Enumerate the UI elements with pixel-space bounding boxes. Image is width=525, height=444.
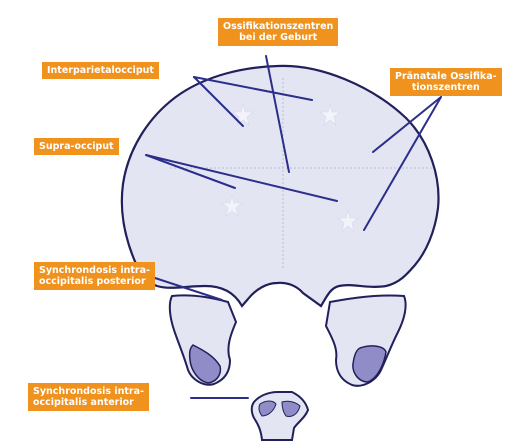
label-ossifikationszentren-geburt: Ossifikationszentren bei der Geburt bbox=[218, 18, 338, 46]
occipital-squama bbox=[122, 66, 439, 306]
right-condyle bbox=[353, 346, 386, 382]
label-praenatal-line2: tionszentren bbox=[395, 82, 497, 93]
label-geburt-line2: bei der Geburt bbox=[223, 32, 333, 43]
label-interparietal-text: Interparietalocciput bbox=[47, 65, 154, 76]
basioccipital bbox=[252, 392, 308, 440]
label-supra-text: Supra-occiput bbox=[39, 141, 114, 152]
label-praenatal-line1: Pränatale Ossifika- bbox=[395, 71, 497, 82]
label-interparietalocciput: Interparietalocciput bbox=[42, 62, 159, 79]
label-sync-ant-line2: occipitalis anterior bbox=[33, 397, 144, 408]
label-sync-post-line1: Synchrondosis intra- bbox=[39, 265, 150, 276]
label-praenatale-ossifikationszentren: Pränatale Ossifika- tionszentren bbox=[390, 68, 502, 96]
label-sync-post-line2: occipitalis posterior bbox=[39, 276, 150, 287]
label-sync-ant-line1: Synchrondosis intra- bbox=[33, 386, 144, 397]
label-synchondrosis-posterior: Synchrondosis intra- occipitalis posteri… bbox=[34, 262, 155, 290]
label-geburt-line1: Ossifikationszentren bbox=[223, 21, 333, 32]
label-supra-occiput: Supra-occiput bbox=[34, 138, 119, 155]
label-synchondrosis-anterior: Synchrondosis intra- occipitalis anterio… bbox=[28, 383, 149, 411]
